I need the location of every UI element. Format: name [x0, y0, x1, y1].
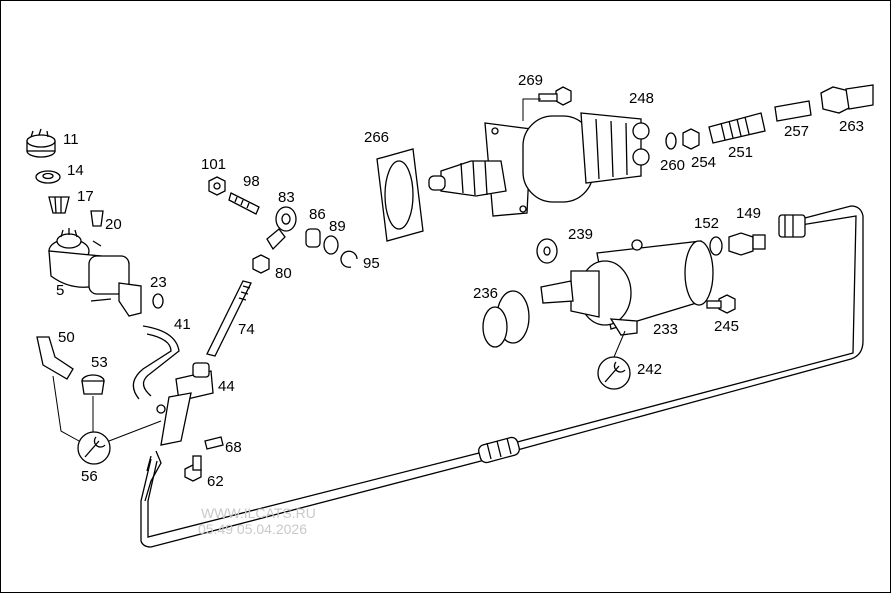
line-flex-end: [144, 450, 162, 502]
nut-80: [252, 254, 270, 274]
clutch-servo-248: [428, 112, 650, 217]
callout-263[interactable]: 263: [839, 118, 865, 135]
callout-14[interactable]: 14: [67, 162, 84, 179]
washer-89: [323, 235, 339, 255]
clip-95: [340, 250, 358, 268]
callout-95[interactable]: 95: [363, 255, 380, 272]
callout-41[interactable]: 41: [174, 316, 191, 333]
callout-233[interactable]: 233: [653, 321, 679, 338]
callout-44[interactable]: 44: [218, 378, 235, 395]
line-coupling: [478, 436, 520, 464]
plug-20: [90, 210, 104, 227]
callout-242[interactable]: 242: [637, 361, 663, 378]
callout-56[interactable]: 56: [81, 468, 98, 485]
callout-89[interactable]: 89: [329, 218, 346, 235]
washer-239-hole: [543, 246, 551, 256]
grommet-53: [81, 374, 105, 395]
nut-101: [208, 176, 226, 196]
callout-86[interactable]: 86: [309, 206, 326, 223]
callout-254[interactable]: 254: [691, 154, 717, 171]
callout-23[interactable]: 23: [150, 274, 167, 291]
callout-245[interactable]: 245: [714, 318, 740, 335]
callout-251[interactable]: 251: [728, 144, 754, 161]
fitting-149: [728, 232, 766, 256]
leader-242: [613, 330, 626, 358]
bolt-269: [538, 86, 572, 106]
eye-joint-83: [266, 206, 297, 251]
bolt-98: [228, 192, 260, 215]
callout-5[interactable]: 5: [56, 282, 65, 299]
wrench-icon[interactable]: [597, 356, 631, 390]
callout-74[interactable]: 74: [238, 321, 255, 338]
callout-236[interactable]: 236: [473, 285, 499, 302]
seal-ring-14: [35, 170, 61, 184]
sleeve-257: [774, 100, 812, 122]
watermark-date: 05.49 05.04.2026: [198, 521, 307, 537]
wrench-icon[interactable]: [77, 431, 111, 465]
washer-23: [152, 293, 164, 309]
bushing-86: [305, 228, 321, 248]
callout-53[interactable]: 53: [91, 354, 108, 371]
bolt-62: [184, 455, 202, 482]
bolt-245: [706, 294, 736, 314]
callout-20[interactable]: 20: [105, 216, 122, 233]
callout-50[interactable]: 50: [58, 329, 75, 346]
callout-68[interactable]: 68: [225, 439, 242, 456]
callout-11[interactable]: 11: [63, 131, 79, 148]
sensor-263: [820, 84, 874, 114]
nut-254: [682, 128, 700, 150]
callout-101[interactable]: 101: [201, 156, 227, 173]
gasket-266: [376, 148, 424, 242]
line-end-fitting: [778, 214, 806, 238]
fluid-reservoir-5: [48, 228, 142, 317]
strainer-17: [48, 196, 70, 214]
reservoir-cap-11: [26, 128, 56, 158]
callout-269[interactable]: 269: [518, 72, 544, 89]
washer-152: [709, 236, 723, 256]
clip-68: [204, 436, 224, 450]
callout-260[interactable]: 260: [660, 157, 686, 174]
callout-266[interactable]: 266: [364, 129, 390, 146]
callout-80[interactable]: 80: [275, 265, 292, 282]
callout-149[interactable]: 149: [736, 205, 762, 222]
washer-260: [665, 132, 677, 150]
callout-257[interactable]: 257: [784, 123, 810, 140]
leader-269: [522, 98, 541, 121]
bellow-236: [482, 290, 530, 348]
callout-248[interactable]: 248: [629, 90, 655, 107]
adjuster-251: [708, 112, 766, 144]
callout-17[interactable]: 17: [77, 188, 94, 205]
hydraulic-line: [140, 205, 864, 548]
watermark-site: WWW.ILCATS.RU: [201, 505, 316, 521]
callout-239[interactable]: 239: [568, 226, 594, 243]
leader-56: [52, 375, 162, 442]
hose-41: [132, 325, 180, 400]
slave-cylinder-233: [540, 239, 714, 336]
callout-152[interactable]: 152: [694, 215, 720, 232]
push-rod-74: [206, 280, 252, 357]
master-cylinder-44: [156, 362, 214, 446]
callout-62[interactable]: 62: [207, 473, 224, 490]
callout-98[interactable]: 98: [243, 173, 260, 190]
callout-83[interactable]: 83: [278, 189, 295, 206]
elbow-50: [36, 336, 74, 380]
